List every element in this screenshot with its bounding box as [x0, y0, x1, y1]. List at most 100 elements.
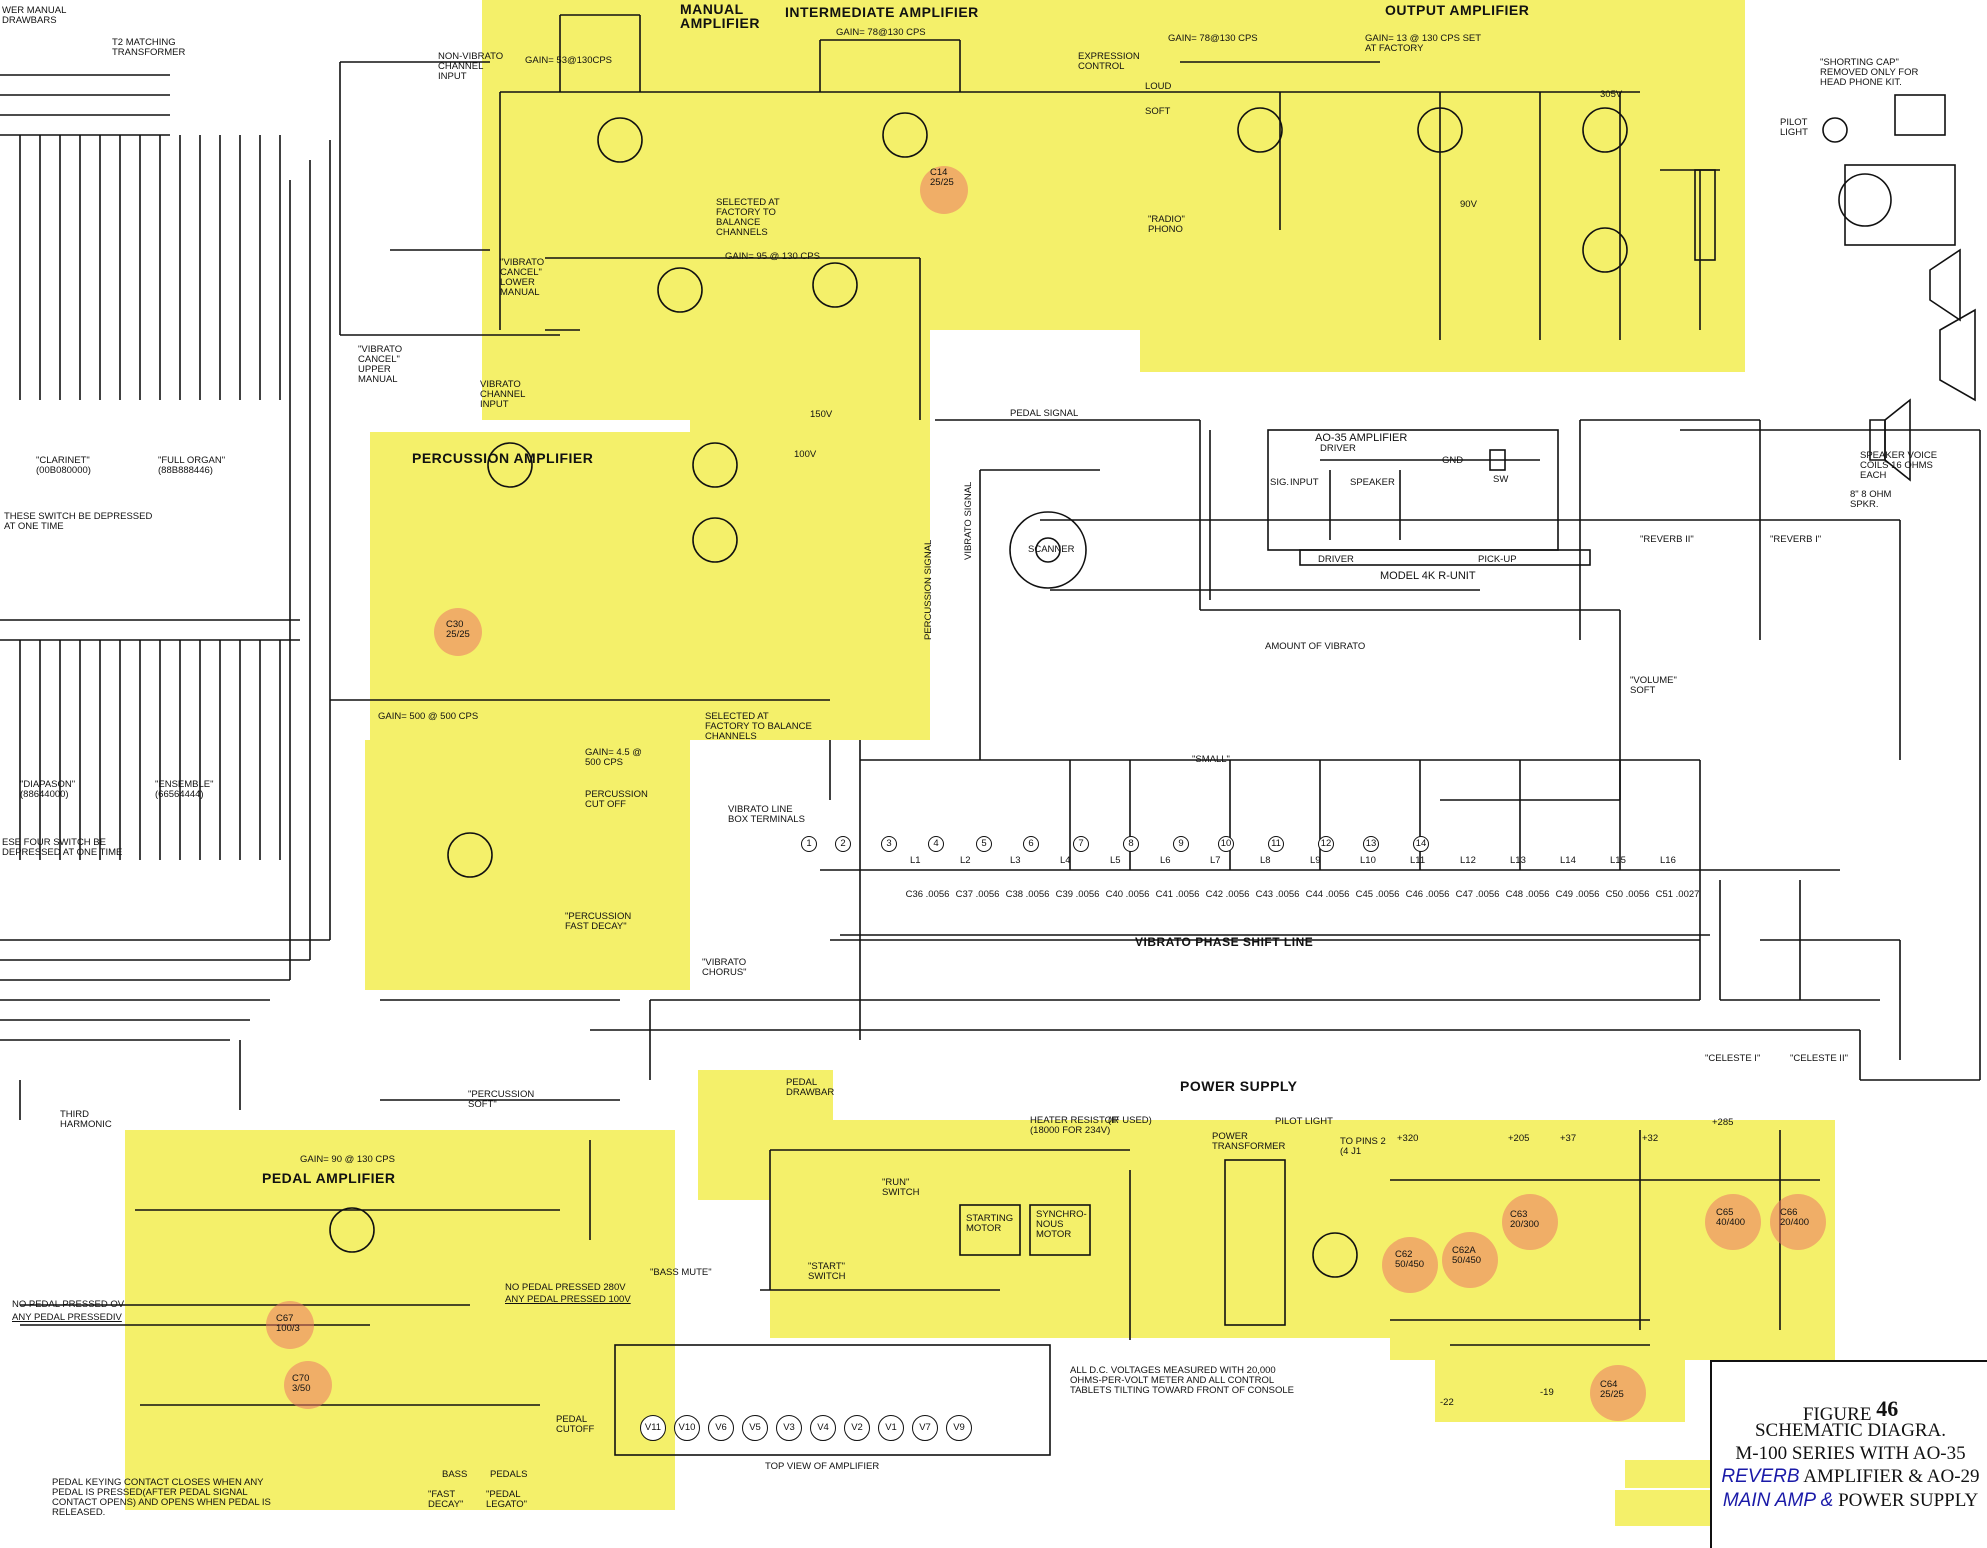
switch-note-2: ESE FOUR SWITCH BE DEPRESSED AT ONE TIME	[2, 837, 123, 858]
phase-shift-line	[820, 760, 1880, 1001]
speaker-coils-label: SPEAKER VOICE COILS 16 OHMS EACH	[1860, 450, 1938, 481]
ao35-gnd: GND	[1442, 455, 1464, 466]
phase-line-coil: L12	[1460, 855, 1476, 866]
figure-line4: MAIN AMP & POWER SUPPLY	[1712, 1490, 1987, 1512]
switch-note-1: THESE SWITCH BE DEPRESSED AT ONE TIME	[4, 511, 153, 532]
top-view-tube: V2	[844, 1415, 870, 1441]
drawbar-bus	[0, 74, 331, 1120]
fast-decay-label: "FAST DECAY"	[428, 1489, 464, 1510]
phase-line-coil: L11	[1410, 855, 1426, 866]
cap-label-c62a: C62A 50/450	[1452, 1245, 1482, 1266]
percussion-fast-label: "PERCUSSION FAST DECAY"	[565, 911, 632, 932]
phase-line-coil: L1	[910, 855, 921, 866]
intermediate-amplifier-title: INTERMEDIATE AMPLIFIER	[785, 4, 979, 20]
phase-line-coil: L4	[1060, 855, 1071, 866]
phase-line-node-4: 4	[928, 836, 944, 852]
figure-line3-rest: AMPLIFIER & AO-29	[1803, 1466, 1980, 1487]
figure-title-block: FIGURE 46 SCHEMATIC DIAGRA. M-100 SERIES…	[1710, 1360, 1987, 1548]
v-305: 305V	[1600, 89, 1623, 100]
phase-line-node-2: 2	[835, 836, 851, 852]
phase-line-node-13: 13	[1363, 836, 1379, 852]
if-used-label: (IF USED)	[1108, 1115, 1152, 1126]
volume-label: "VOLUME" SOFT	[1630, 675, 1677, 696]
t2-label: T2 MATCHING TRANSFORMER	[112, 37, 186, 58]
shorting-cap-label: "SHORTING CAP" REMOVED ONLY FOR HEAD PHO…	[1820, 57, 1919, 88]
circle-c14	[920, 166, 968, 214]
output-transformer	[1579, 94, 1981, 1081]
no-pedal-label: NO PEDAL PRESSED OV	[12, 1299, 125, 1310]
v-32: +32	[1642, 1133, 1659, 1144]
circle-c30	[434, 608, 482, 656]
gain-label-intermediate: GAIN= 78@130 CPS	[836, 27, 926, 38]
circle-c64	[1590, 1365, 1646, 1421]
soft-label: SOFT	[1145, 106, 1171, 117]
scanner-body	[1009, 511, 1087, 589]
phase-line-node-8: 8	[1123, 836, 1139, 852]
ao35-input: INPUT	[1290, 477, 1319, 488]
scanner-label: SCANNER	[1028, 544, 1075, 555]
phase-line-node-11: 11	[1268, 836, 1284, 852]
phase-line-coil: L2	[960, 855, 971, 866]
phase-line-coil: L13	[1510, 855, 1526, 866]
phase-line-coil: L5	[1110, 855, 1121, 866]
clarinet-label: "CLARINET" (00B080000)	[36, 455, 91, 476]
vibrato-line-box-label: VIBRATO LINE BOX TERMINALS	[728, 804, 805, 825]
pedal-signal-label: PEDAL SIGNAL	[1010, 408, 1079, 419]
top-view-tube: V10	[674, 1415, 700, 1441]
ao35-title: AO-35 AMPLIFIER	[1315, 432, 1408, 444]
phase-line-cap: C40 .0056	[1105, 889, 1150, 900]
phase-line-node-7: 7	[1073, 836, 1089, 852]
model4k-pickup: PICK-UP	[1478, 554, 1517, 565]
phase-line-node-12: 12	[1318, 836, 1334, 852]
v-90: 90V	[1460, 199, 1477, 210]
top-view-tube: V7	[912, 1415, 938, 1441]
any-pedal-label: ANY PEDAL PRESSEDIV	[12, 1312, 122, 1323]
loud-label: LOUD	[1145, 81, 1172, 92]
bass-label: BASS	[442, 1469, 468, 1480]
ao35-box	[1267, 429, 1591, 566]
phase-line-cap: C37 .0056	[955, 889, 1000, 900]
full-organ-label: "FULL ORGAN" (88B888446)	[158, 455, 226, 476]
ao35-sig: SIG.	[1270, 477, 1290, 488]
small-label: "SMALL"	[1192, 754, 1230, 765]
phase-line-cap: C41 .0056	[1155, 889, 1200, 900]
cap-label-c70: C70 3/50	[292, 1373, 311, 1394]
sync-motor-label: SYNCHRO- NOUS MOTOR	[1036, 1209, 1087, 1240]
to-pins-label: TO PINS 2 (4 J1	[1340, 1136, 1386, 1157]
starting-motor-label: STARTING MOTOR	[966, 1213, 1014, 1234]
v-285: +285	[1712, 1117, 1734, 1128]
figure-line2: M-100 SERIES WITH AO-35	[1735, 1443, 1966, 1464]
highlight-upper-left	[482, 0, 1140, 420]
selected-factory-2: SELECTED AT FACTORY TO BALANCE CHANNELS	[705, 711, 812, 742]
vibrato-phase-shift-title: VIBRATO PHASE SHIFT LINE	[1135, 935, 1314, 949]
pilot-light-label: PILOT LIGHT	[1780, 117, 1808, 138]
phase-line-cap: C43 .0056	[1255, 889, 1300, 900]
vibrato-signal-label: VIBRATO SIGNAL	[963, 481, 974, 560]
reverb1-label: "REVERB I"	[1770, 534, 1822, 545]
pedal-amplifier-title: PEDAL AMPLIFIER	[262, 1170, 396, 1186]
ao35-driver: DRIVER	[1320, 443, 1356, 454]
gain-label-percussion-2: GAIN= 4.5 @ 500 CPS	[585, 747, 642, 768]
cap-label-c64: C64 25/25	[1600, 1379, 1624, 1400]
cap-label-c67: C67 100/3	[276, 1313, 300, 1334]
gain-label-manual: GAIN= 53@130CPS	[525, 55, 613, 66]
phase-line-cap: C36 .0056	[905, 889, 950, 900]
phase-line-node-9: 9	[1173, 836, 1189, 852]
figure-line3: REVERB AMPLIFIER & AO-29	[1712, 1466, 1987, 1488]
percussion-amplifier-title: PERCUSSION AMPLIFIER	[412, 450, 594, 466]
highlight-pedal-amp	[125, 1130, 675, 1510]
highlight-reg	[1435, 1340, 1685, 1422]
cap-circles	[266, 166, 1826, 1421]
cap-label-c30: C30 25/25	[446, 619, 470, 640]
power-supply-title: POWER SUPPLY	[1180, 1078, 1298, 1094]
figure-label: FIGURE	[1802, 1404, 1872, 1425]
start-switch-label: "START" SWITCH	[808, 1261, 846, 1282]
any-pedal-100-label: ANY PEDAL PRESSED 100V	[505, 1294, 631, 1305]
dc-note: ALL D.C. VOLTAGES MEASURED WITH 20,000 O…	[1070, 1365, 1294, 1396]
percussion-signal-label: PERCUSSION SIGNAL	[923, 539, 934, 640]
figure-line4-rest: POWER SUPPLY	[1838, 1490, 1979, 1511]
phase-line-node-10: 10	[1218, 836, 1234, 852]
percussion-soft-label: "PERCUSSION SOFT"	[468, 1089, 535, 1110]
gain-label-vibrato: GAIN= 95 @ 130 CPS	[725, 251, 820, 262]
